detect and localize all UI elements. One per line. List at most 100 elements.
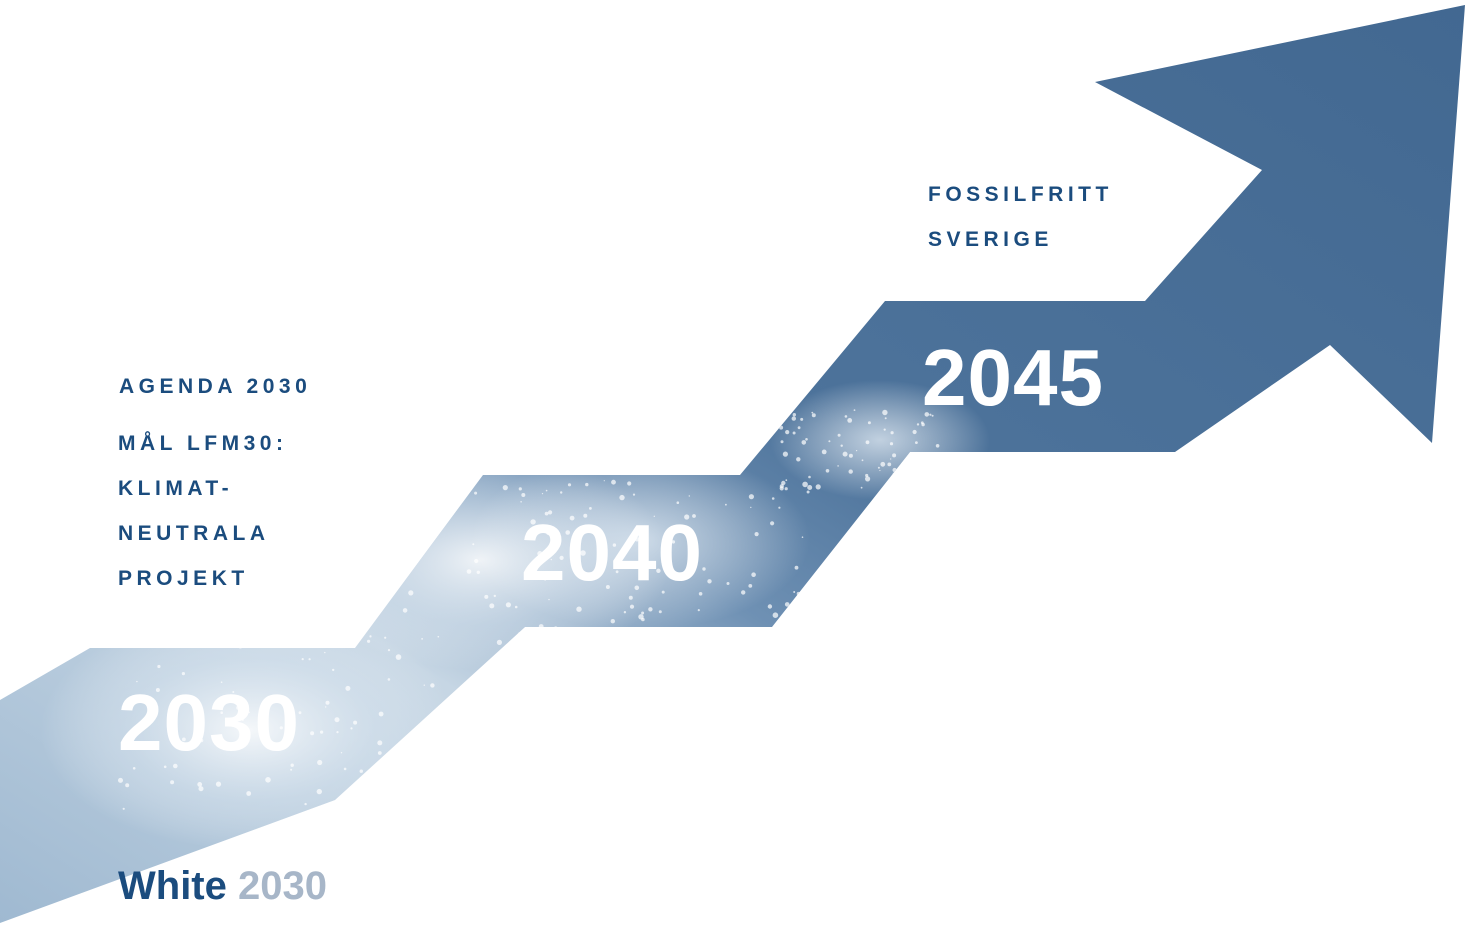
- water-droplet: [924, 412, 930, 417]
- water-droplet: [398, 744, 402, 748]
- water-droplet: [879, 469, 881, 472]
- water-droplet: [844, 415, 848, 418]
- water-droplet: [692, 514, 696, 518]
- water-droplet: [279, 726, 283, 730]
- water-droplet: [887, 462, 892, 467]
- water-droplet: [583, 513, 588, 518]
- water-droplet: [429, 753, 432, 756]
- milestone-2030-year: 2030: [118, 678, 300, 767]
- water-droplet: [842, 451, 848, 457]
- water-droplet: [750, 506, 752, 509]
- water-droplet: [554, 543, 557, 546]
- water-droplet: [797, 426, 801, 430]
- water-droplet: [628, 595, 633, 600]
- water-droplet: [514, 605, 518, 609]
- water-droplet: [847, 418, 853, 423]
- water-droplet: [785, 430, 790, 435]
- water-droplet: [232, 691, 235, 693]
- water-droplet: [828, 440, 831, 443]
- water-droplet: [463, 458, 469, 464]
- water-droplet: [474, 491, 478, 495]
- water-droplet: [343, 804, 349, 810]
- water-droplet: [924, 461, 929, 467]
- water-droplet: [808, 475, 811, 479]
- water-droplet: [437, 635, 440, 638]
- water-droplet: [779, 484, 784, 489]
- water-droplet: [447, 491, 452, 496]
- water-droplet: [785, 479, 788, 482]
- water-droplet: [623, 611, 627, 614]
- water-droplet: [220, 711, 223, 714]
- water-droplet: [167, 638, 172, 642]
- water-droplet: [408, 590, 414, 596]
- water-droplet: [632, 493, 636, 496]
- water-droplet: [778, 506, 781, 509]
- water-droplet: [754, 532, 759, 537]
- water-droplet: [892, 453, 897, 458]
- water-droplet: [358, 604, 362, 608]
- water-droplet: [368, 590, 372, 594]
- water-droplet: [658, 610, 662, 614]
- water-droplet: [355, 603, 359, 606]
- milestone-2040-year: 2040: [521, 508, 703, 597]
- goal-label-line-3: NEUTRALA: [118, 522, 270, 545]
- water-droplet: [493, 594, 496, 598]
- water-droplet: [256, 636, 261, 641]
- water-droplet: [865, 440, 870, 445]
- water-droplet: [484, 594, 489, 599]
- water-droplet: [933, 466, 939, 472]
- water-droplet: [589, 507, 592, 510]
- water-droplet: [613, 635, 619, 641]
- goal-label-line-4: PROJEKT: [118, 567, 249, 590]
- goal-label-line-1: MÅL LFM30:: [118, 432, 288, 455]
- water-droplet: [807, 485, 813, 490]
- water-droplet: [634, 585, 640, 591]
- water-droplet: [310, 731, 315, 736]
- water-droplet: [324, 651, 326, 654]
- water-droplet: [848, 469, 853, 474]
- water-droplet: [288, 518, 292, 522]
- water-droplet: [772, 612, 779, 618]
- agenda-label: AGENDA 2030: [119, 375, 312, 398]
- water-droplet: [671, 540, 676, 544]
- water-droplet: [653, 515, 655, 517]
- water-droplet: [540, 637, 543, 640]
- water-droplet: [861, 459, 864, 462]
- water-droplet: [216, 739, 220, 743]
- water-droplet: [890, 431, 894, 435]
- water-droplet: [476, 570, 480, 574]
- water-droplet: [544, 579, 546, 581]
- water-droplet: [317, 759, 323, 766]
- water-droplet: [793, 632, 796, 634]
- water-droplet: [882, 409, 888, 416]
- water-droplet: [793, 591, 796, 593]
- water-droplet: [197, 782, 203, 787]
- water-droplet: [792, 413, 796, 417]
- water-droplet: [440, 516, 446, 522]
- water-droplet: [909, 480, 915, 486]
- water-droplet: [748, 494, 755, 500]
- water-droplet: [892, 467, 897, 473]
- water-droplet: [656, 568, 661, 573]
- water-droplet: [865, 473, 869, 478]
- water-droplet: [784, 487, 788, 491]
- water-droplet: [781, 480, 786, 486]
- water-droplet: [496, 639, 502, 646]
- water-droplet: [805, 438, 808, 441]
- water-droplet: [345, 685, 351, 691]
- water-droplet: [544, 511, 549, 516]
- water-droplet: [784, 602, 790, 607]
- water-droplet: [320, 730, 324, 734]
- water-droplet: [767, 604, 773, 609]
- water-droplet: [627, 481, 632, 486]
- water-droplet: [546, 530, 551, 536]
- water-droplet: [554, 626, 558, 630]
- water-droplet: [505, 602, 511, 608]
- water-droplet: [907, 474, 909, 477]
- water-droplet: [619, 494, 625, 501]
- water-droplet: [353, 720, 358, 725]
- water-droplet: [386, 531, 390, 535]
- water-droplet: [625, 639, 631, 645]
- water-droplet: [603, 480, 605, 482]
- water-droplet: [890, 458, 892, 460]
